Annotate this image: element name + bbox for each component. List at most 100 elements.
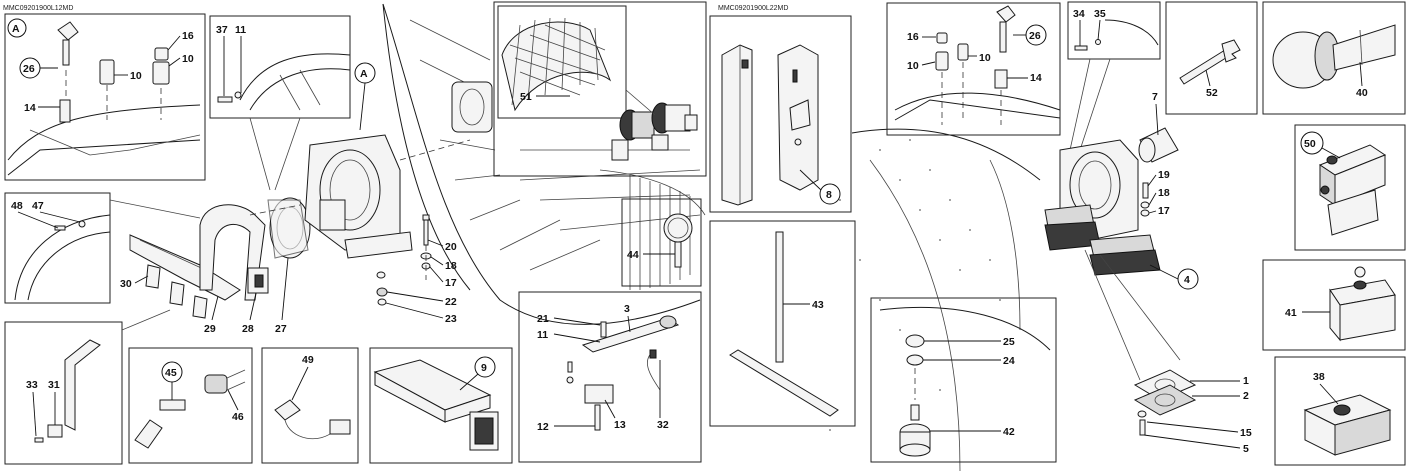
label-17-b: 17 [1158, 205, 1170, 217]
label-29: 29 [204, 323, 216, 335]
detail-box-right-a [886, 2, 1061, 136]
label-10-c: 10 [907, 60, 919, 72]
brackets [721, 44, 819, 206]
detail-box-8 [709, 15, 852, 213]
label-44: 44 [627, 249, 639, 261]
label-30: 30 [120, 278, 132, 290]
detail-box-41 [1262, 259, 1406, 351]
label-42: 42 [1003, 426, 1015, 438]
label-15: 15 [1240, 427, 1252, 439]
detail-box-51 [493, 1, 707, 177]
label-45: 45 [165, 367, 177, 379]
label-10-b: 10 [182, 53, 194, 65]
cap-40 [1272, 24, 1396, 89]
label-27: 27 [275, 323, 287, 335]
sensor-cable [134, 369, 246, 449]
label-3: 3 [624, 303, 630, 315]
rotor-drum [382, 3, 706, 325]
label-10-d: 10 [979, 52, 991, 64]
label-12: 12 [537, 421, 549, 433]
detail-box-52 [1165, 1, 1258, 115]
box-38 [1303, 394, 1392, 456]
label-34: 34 [1073, 8, 1085, 20]
mount-bracket-3 [566, 315, 680, 431]
view-letter-a-2: A [360, 68, 368, 80]
label-28: 28 [242, 323, 254, 335]
detail-box-a [4, 13, 206, 181]
label-17-a: 17 [445, 277, 457, 289]
detail-box-9 [369, 347, 513, 464]
tray-9 [373, 359, 499, 451]
label-19: 19 [1158, 169, 1170, 181]
box-41 [1329, 266, 1396, 342]
detail-48-contents [14, 214, 111, 301]
detail-box-45-46 [128, 347, 253, 464]
guard-assembly [129, 197, 311, 319]
label-20: 20 [445, 241, 457, 253]
detail-37-contents [217, 53, 351, 111]
detail-box-43 [709, 220, 856, 427]
label-5: 5 [1243, 443, 1249, 455]
label-46: 46 [232, 411, 244, 423]
label-14-b: 14 [1030, 72, 1042, 84]
label-38: 38 [1313, 371, 1325, 383]
foot-assembly [879, 306, 1051, 457]
label-16-a: 16 [182, 30, 194, 42]
label-41: 41 [1285, 307, 1297, 319]
label-49: 49 [302, 354, 314, 366]
detail-33-contents [34, 339, 101, 443]
detail-box-38 [1274, 356, 1406, 466]
label-11-b: 11 [537, 329, 548, 341]
label-9: 9 [481, 362, 487, 374]
detail-box-50 [1294, 124, 1406, 251]
detail-box-44 [621, 198, 702, 287]
t-bar-tool [729, 231, 839, 417]
fan-disk [829, 128, 1041, 471]
pressure-gauge [663, 213, 693, 268]
sensor-49 [274, 399, 351, 439]
detail-box-33-31 [4, 321, 123, 465]
detail-box-3 [518, 291, 702, 463]
label-18-b: 18 [1158, 187, 1170, 199]
bearing-housing-right [1044, 127, 1179, 276]
label-16-b: 16 [907, 31, 919, 43]
label-13: 13 [614, 419, 626, 431]
label-25: 25 [1003, 336, 1015, 348]
screen-mesh [501, 17, 612, 112]
label-31: 31 [48, 379, 60, 391]
detail-box-40 [1262, 1, 1406, 115]
detail-a-contents: A [7, 18, 201, 176]
detail-box-37-11 [209, 15, 351, 119]
detail-box-49 [261, 347, 359, 464]
label-48: 48 [11, 200, 23, 212]
drawing-code-right: MMC09201900L22MD [718, 5, 788, 12]
label-32: 32 [657, 419, 669, 431]
label-40: 40 [1356, 87, 1368, 99]
detail-right-a-contents [894, 5, 1061, 125]
detail-34-contents [1074, 19, 1159, 51]
detail-box-42 [870, 297, 1057, 463]
detail-box-48-47 [4, 192, 111, 304]
label-10-a: 10 [130, 70, 142, 82]
label-24: 24 [1003, 355, 1015, 367]
label-43: 43 [812, 299, 824, 311]
mount-pads [1133, 369, 1197, 436]
view-letter-a: A [12, 23, 20, 35]
label-35: 35 [1094, 8, 1106, 20]
label-23: 23 [445, 313, 457, 325]
label-51: 51 [520, 91, 532, 103]
label-11-a: 11 [235, 24, 246, 36]
label-7: 7 [1152, 91, 1158, 103]
label-21: 21 [537, 313, 549, 325]
label-8: 8 [826, 189, 832, 201]
label-4: 4 [1184, 274, 1190, 286]
label-33: 33 [26, 379, 38, 391]
detail-box-34-35 [1067, 1, 1161, 60]
label-22: 22 [445, 296, 457, 308]
wrench [1179, 39, 1241, 85]
filter-rollers [611, 102, 698, 161]
label-50: 50 [1304, 138, 1316, 150]
bearing-housing-left [249, 134, 471, 259]
block-50 [1318, 144, 1387, 236]
